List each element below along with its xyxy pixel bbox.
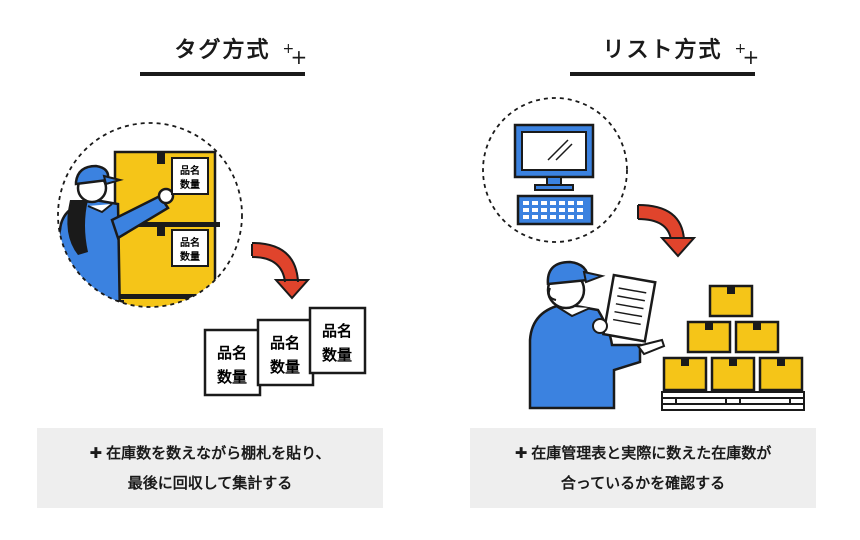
tag-label: 品名 — [322, 322, 352, 340]
plus-bullet-icon: ✚ — [89, 444, 103, 462]
zoom-circle — [482, 97, 628, 243]
tag-label: 数量 — [180, 178, 200, 191]
tag-label: 品名 — [180, 164, 200, 177]
tag-label: 数量 — [270, 358, 300, 376]
heading-underline-right — [570, 72, 755, 76]
box-icon — [734, 320, 780, 354]
collected-tags: 品名 数量 品名 数量 品名 数量 — [203, 306, 367, 397]
heading-tag-method-text: タグ方式 — [174, 38, 271, 63]
tag-icon — [171, 229, 209, 267]
heading-list-method: リスト方式++ — [602, 38, 762, 69]
heading-list-method-text: リスト方式 — [602, 38, 723, 63]
box-icon — [662, 356, 708, 392]
plus-bullet-icon: ✚ — [514, 444, 528, 462]
caption-line: 合っているかを確認する — [560, 474, 726, 492]
heading-underline-left — [140, 72, 305, 76]
tag-label: 品名 — [217, 344, 247, 362]
box-icon — [710, 356, 756, 392]
arrow-icon — [251, 242, 311, 300]
checklist-icon — [601, 273, 657, 343]
caption-line: 在庫管理表と実際に数えた在庫数が — [531, 444, 772, 462]
box-icon — [686, 320, 732, 354]
worker-checking-illustration — [528, 260, 666, 410]
cap-icon — [546, 260, 590, 286]
tag-label: 品名 — [270, 334, 300, 352]
box-icon — [708, 284, 754, 318]
tag-label: 数量 — [217, 368, 247, 386]
caption-list-method: ✚在庫管理表と実際に数えた在庫数が 合っているかを確認する — [470, 428, 816, 508]
tag-label: 数量 — [322, 346, 352, 364]
pallet-icon — [661, 391, 805, 411]
tag-icon — [171, 157, 209, 195]
caption-line: 在庫数を数えながら棚札を貼り、 — [106, 444, 331, 462]
tag-label: 数量 — [180, 250, 200, 263]
heading-tag-method: タグ方式++ — [174, 38, 310, 69]
worker-labeling-illustration: 品名 数量 品名 数量 — [57, 122, 243, 308]
caption-line: 最後に回収して集計する — [127, 474, 293, 492]
box-icon — [113, 294, 217, 307]
caption-tag-method: ✚在庫数を数えながら棚札を貼り、 最後に回収して集計する — [37, 428, 383, 508]
zoom-circle — [57, 122, 243, 308]
tag-icon — [203, 328, 262, 397]
tag-icon — [308, 306, 367, 375]
computer-illustration — [482, 97, 628, 243]
box-stack-illustration — [661, 284, 805, 411]
box-icon — [758, 356, 804, 392]
pointing-hand-icon — [636, 338, 666, 356]
tag-label: 品名 — [180, 236, 200, 249]
arrow-icon — [637, 204, 697, 258]
